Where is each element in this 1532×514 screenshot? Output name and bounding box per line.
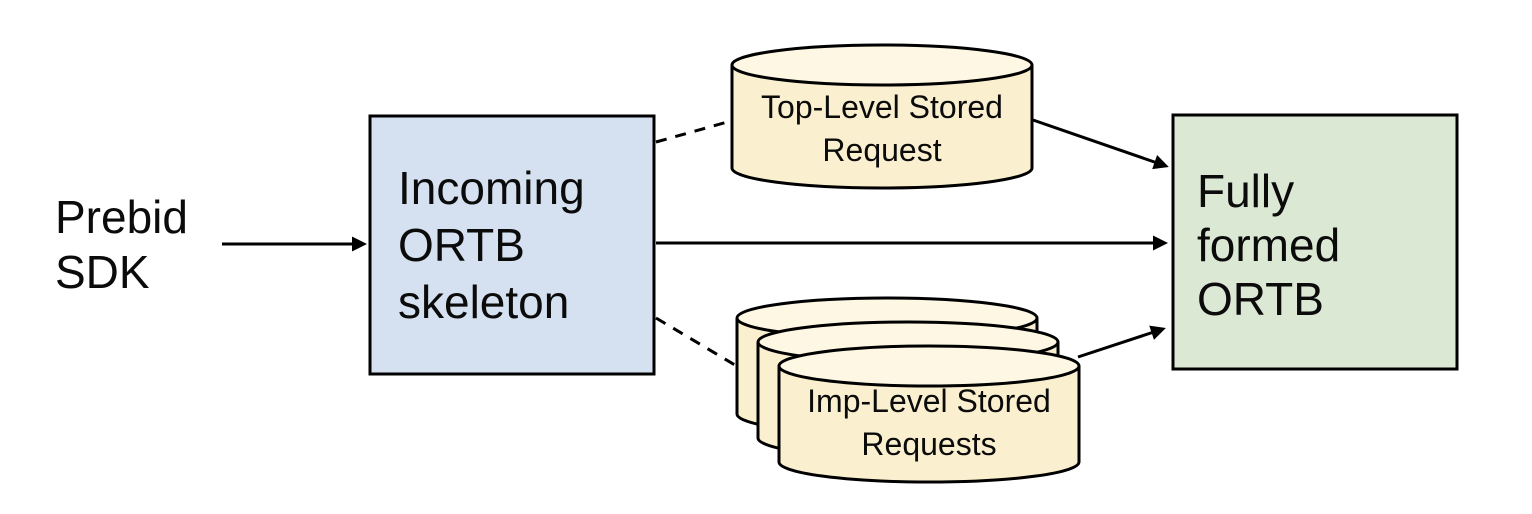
node-prebid-sdk: Prebid SDK bbox=[55, 191, 188, 298]
top-level-cylinder-body bbox=[730, 65, 1034, 190]
fully-formed-ortb-box bbox=[1171, 113, 1459, 371]
imp-level-label-line-2: Requests bbox=[861, 426, 996, 462]
node-top-level-stored-request: Top-Level Stored Request bbox=[730, 43, 1034, 190]
incoming-ortb-skeleton-box bbox=[368, 114, 656, 376]
node-imp-level-stored-requests: Imp-Level Stored Requests bbox=[735, 296, 1081, 484]
imp-level-label-line-1: Imp-Level Stored bbox=[807, 383, 1051, 419]
edge-implevel-to-fully-arrow bbox=[1077, 325, 1166, 359]
edges bbox=[222, 118, 1169, 367]
fully-formed-ortb-label-line-1: Fully bbox=[1197, 165, 1294, 217]
top-level-label-line-1: Top-Level Stored bbox=[761, 89, 1003, 125]
top-level-label-line-2: Request bbox=[822, 132, 941, 168]
edge-incoming-to-implevel-dashed bbox=[655, 316, 736, 367]
imp-level-cylinder-front-body bbox=[777, 366, 1081, 484]
node-incoming-ortb-skeleton: Incoming ORTB skeleton bbox=[368, 114, 656, 376]
edge-toplevel-to-fully-arrow bbox=[1032, 118, 1169, 170]
fully-formed-ortb-label-line-2: formed bbox=[1197, 219, 1340, 271]
prebid-sdk-label-line-1: Prebid bbox=[55, 191, 188, 243]
incoming-ortb-label-line-1: Incoming bbox=[398, 162, 585, 214]
node-fully-formed-ortb: Fully formed ORTB bbox=[1171, 113, 1459, 371]
incoming-ortb-label-line-2: ORTB bbox=[398, 219, 525, 271]
top-level-cylinder-top bbox=[730, 43, 1034, 87]
imp-level-cylinder-front-top bbox=[777, 344, 1081, 388]
prebid-sdk-label-line-2: SDK bbox=[55, 246, 150, 298]
incoming-ortb-label-line-3: skeleton bbox=[398, 276, 569, 328]
edge-incoming-to-toplevel-dashed bbox=[655, 119, 732, 144]
fully-formed-ortb-label-line-3: ORTB bbox=[1197, 273, 1324, 325]
